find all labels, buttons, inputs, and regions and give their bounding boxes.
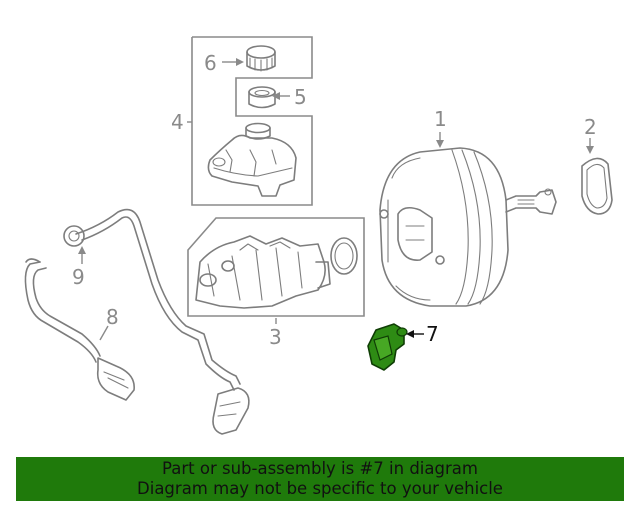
callout-6: 6 xyxy=(204,51,217,75)
callout-2: 2 xyxy=(584,115,597,139)
brake-fluid-reservoir xyxy=(207,122,297,197)
brake-booster xyxy=(379,147,557,307)
parts-diagram: 1 2 3 4 5 6 7 8 9 xyxy=(24,36,613,435)
master-cylinder-box xyxy=(187,217,365,317)
vacuum-hose xyxy=(24,208,250,435)
booster-gasket xyxy=(581,157,613,215)
info-banner: Part or sub-assembly is #7 in diagram Di… xyxy=(16,457,624,501)
master-cylinder xyxy=(195,235,331,309)
callout-3: 3 xyxy=(269,325,282,349)
callout-1: 1 xyxy=(434,107,447,131)
banner-line-disclaimer: Diagram may not be specific to your vehi… xyxy=(137,479,503,498)
callout-8: 8 xyxy=(106,305,119,329)
master-cylinder-seal-ring xyxy=(330,237,358,275)
callout-5: 5 xyxy=(294,85,307,109)
banner-line-part: Part or sub-assembly is #7 in diagram xyxy=(162,459,478,478)
callout-9: 9 xyxy=(72,265,85,289)
callout-4: 4 xyxy=(171,110,184,134)
vacuum-sensor-highlighted[interactable] xyxy=(367,323,408,371)
reservoir-cap xyxy=(246,45,276,72)
reservoir-assembly-box xyxy=(191,36,313,206)
reservoir-seal xyxy=(248,86,276,109)
hose-grommet xyxy=(63,225,85,247)
callout-7: 7 xyxy=(426,322,439,346)
leader-lines xyxy=(78,58,594,341)
